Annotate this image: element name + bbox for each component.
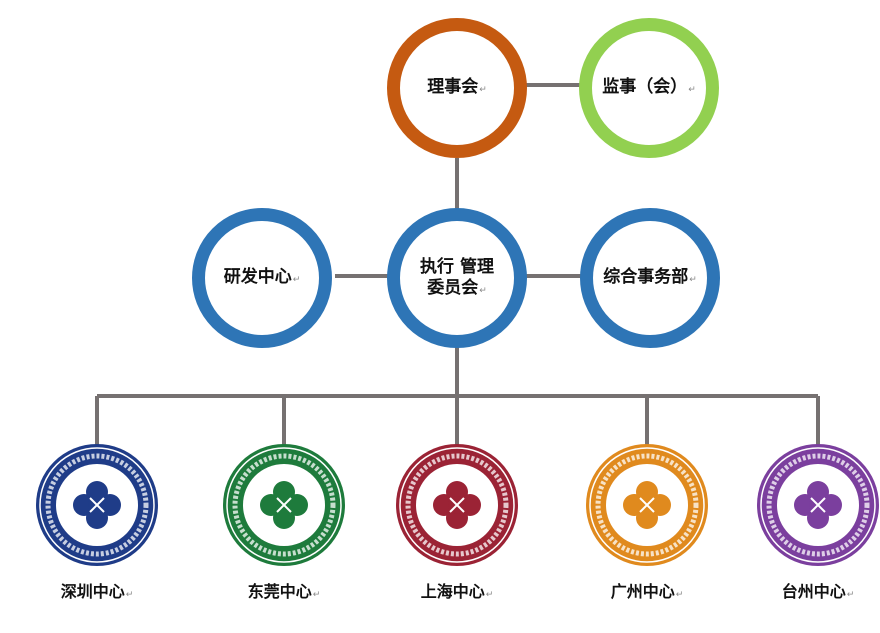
center-label-shenzhen: 深圳中心↵ xyxy=(42,578,152,602)
paragraph-mark-icon: ↵ xyxy=(675,590,684,600)
rnd-center-node[interactable]: 研发中心↵ xyxy=(192,208,332,348)
seal-logo-icon xyxy=(757,444,879,566)
paragraph-mark-icon: ↵ xyxy=(292,275,301,286)
center-seal-shenzhen[interactable] xyxy=(35,443,159,567)
paragraph-mark-icon: ↵ xyxy=(312,590,321,600)
center-seal-shanghai[interactable] xyxy=(395,443,519,567)
paragraph-mark-icon: ↵ xyxy=(125,590,134,600)
seal-logo-icon xyxy=(36,444,158,566)
board-node[interactable]: 理事会↵ xyxy=(387,18,527,158)
center-name: 台州中心 xyxy=(781,582,846,601)
seal-logo-icon xyxy=(223,444,345,566)
center-seal-guangzhou[interactable] xyxy=(585,443,709,567)
paragraph-mark-icon: ↵ xyxy=(846,590,855,600)
paragraph-mark-icon: ↵ xyxy=(479,286,487,296)
center-name: 广州中心 xyxy=(610,582,675,601)
center-label-guangzhou: 广州中心↵ xyxy=(592,578,702,602)
seal-logo-icon xyxy=(396,444,518,566)
center-label-shanghai: 上海中心↵ xyxy=(402,578,512,602)
paragraph-mark-icon: ↵ xyxy=(479,85,487,96)
supervisor-node[interactable]: 监事（会）↵ xyxy=(579,18,719,158)
general-affairs-label: 综合事务部 xyxy=(603,267,689,288)
general-affairs-node[interactable]: 综合事务部↵ xyxy=(580,208,720,348)
executive-committee-label-line1: 执行 管理 xyxy=(420,256,494,277)
paragraph-mark-icon: ↵ xyxy=(485,590,494,600)
board-label: 理事会 xyxy=(427,77,479,98)
center-name: 东莞中心 xyxy=(247,582,312,601)
center-name: 深圳中心 xyxy=(60,582,125,601)
supervisor-label: 监事（会） xyxy=(602,77,688,98)
center-name: 上海中心 xyxy=(420,582,485,601)
paragraph-mark-icon: ↵ xyxy=(689,275,697,286)
paragraph-mark-icon: ↵ xyxy=(688,85,696,96)
center-seal-taizhou[interactable] xyxy=(756,443,880,567)
rnd-center-label: 研发中心 xyxy=(223,267,292,288)
center-seal-dongguan[interactable] xyxy=(222,443,346,567)
center-label-dongguan: 东莞中心↵ xyxy=(229,578,339,602)
center-label-taizhou: 台州中心↵ xyxy=(763,578,873,602)
executive-committee-label-line2: 委员会 xyxy=(427,278,479,298)
seal-logo-icon xyxy=(586,444,708,566)
executive-committee-node[interactable]: 执行 管理 委员会↵ xyxy=(387,208,527,348)
